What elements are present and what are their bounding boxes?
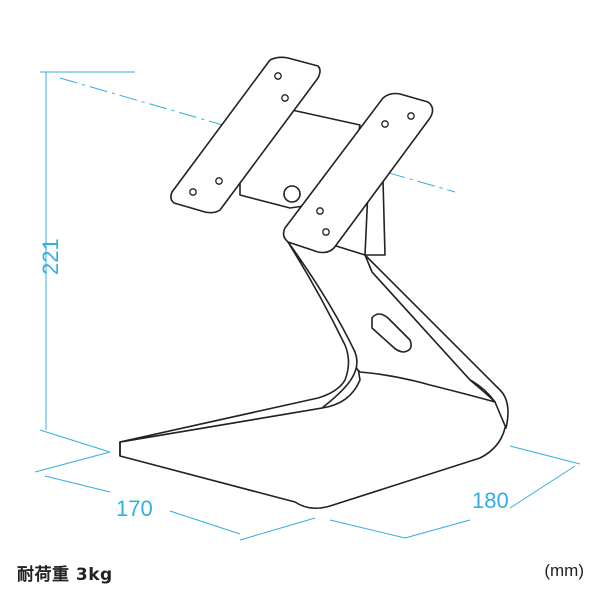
stand-drawing — [119, 56, 509, 510]
cable-slot — [371, 313, 412, 353]
mounting-holes — [189, 72, 415, 236]
column-front — [284, 229, 496, 403]
dimension-depth-label: 180 — [472, 488, 509, 513]
dimension-width-label: 170 — [116, 496, 153, 521]
footer: 耐荷重 3kg (mm) — [0, 556, 600, 592]
load-capacity-label: 耐荷重 3kg — [17, 565, 113, 585]
dimension-height-label: 221 — [38, 238, 63, 275]
unit-label: (mm) — [544, 561, 584, 580]
